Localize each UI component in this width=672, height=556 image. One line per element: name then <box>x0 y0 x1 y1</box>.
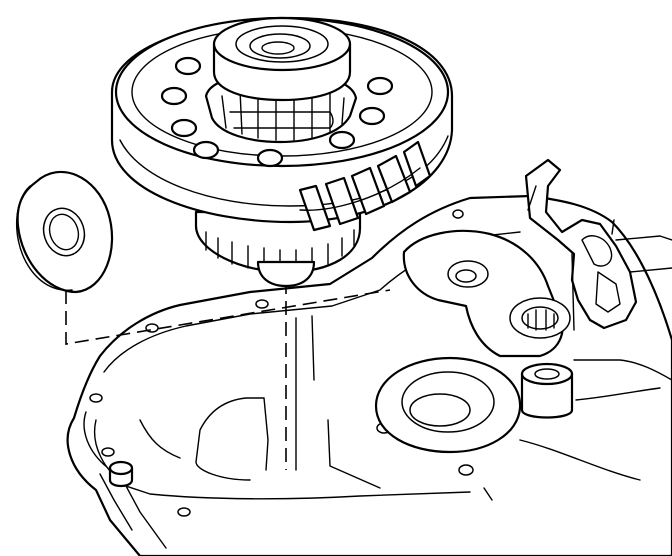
differential-ring-gear-assembly <box>110 16 454 288</box>
case-bearing-bore <box>374 356 522 454</box>
case-dowel <box>108 460 134 488</box>
differential-side-seal <box>16 171 113 294</box>
ring-gear-teeth <box>298 140 432 232</box>
shift-lever-bracket <box>524 158 672 331</box>
differential-bearing <box>212 16 352 102</box>
case-upper-bosses <box>402 229 574 419</box>
ring-gear-bolts <box>160 56 394 168</box>
transaxle-case <box>66 158 672 556</box>
flange-bolt-holes <box>89 209 474 517</box>
assembly-center-lines <box>65 280 391 470</box>
case-internal-ribs <box>139 315 381 489</box>
case-right-contours <box>483 359 672 501</box>
speedometer-drive-gear <box>194 210 362 288</box>
seal-center-line <box>65 289 391 345</box>
case-gasket-edge <box>83 411 133 531</box>
